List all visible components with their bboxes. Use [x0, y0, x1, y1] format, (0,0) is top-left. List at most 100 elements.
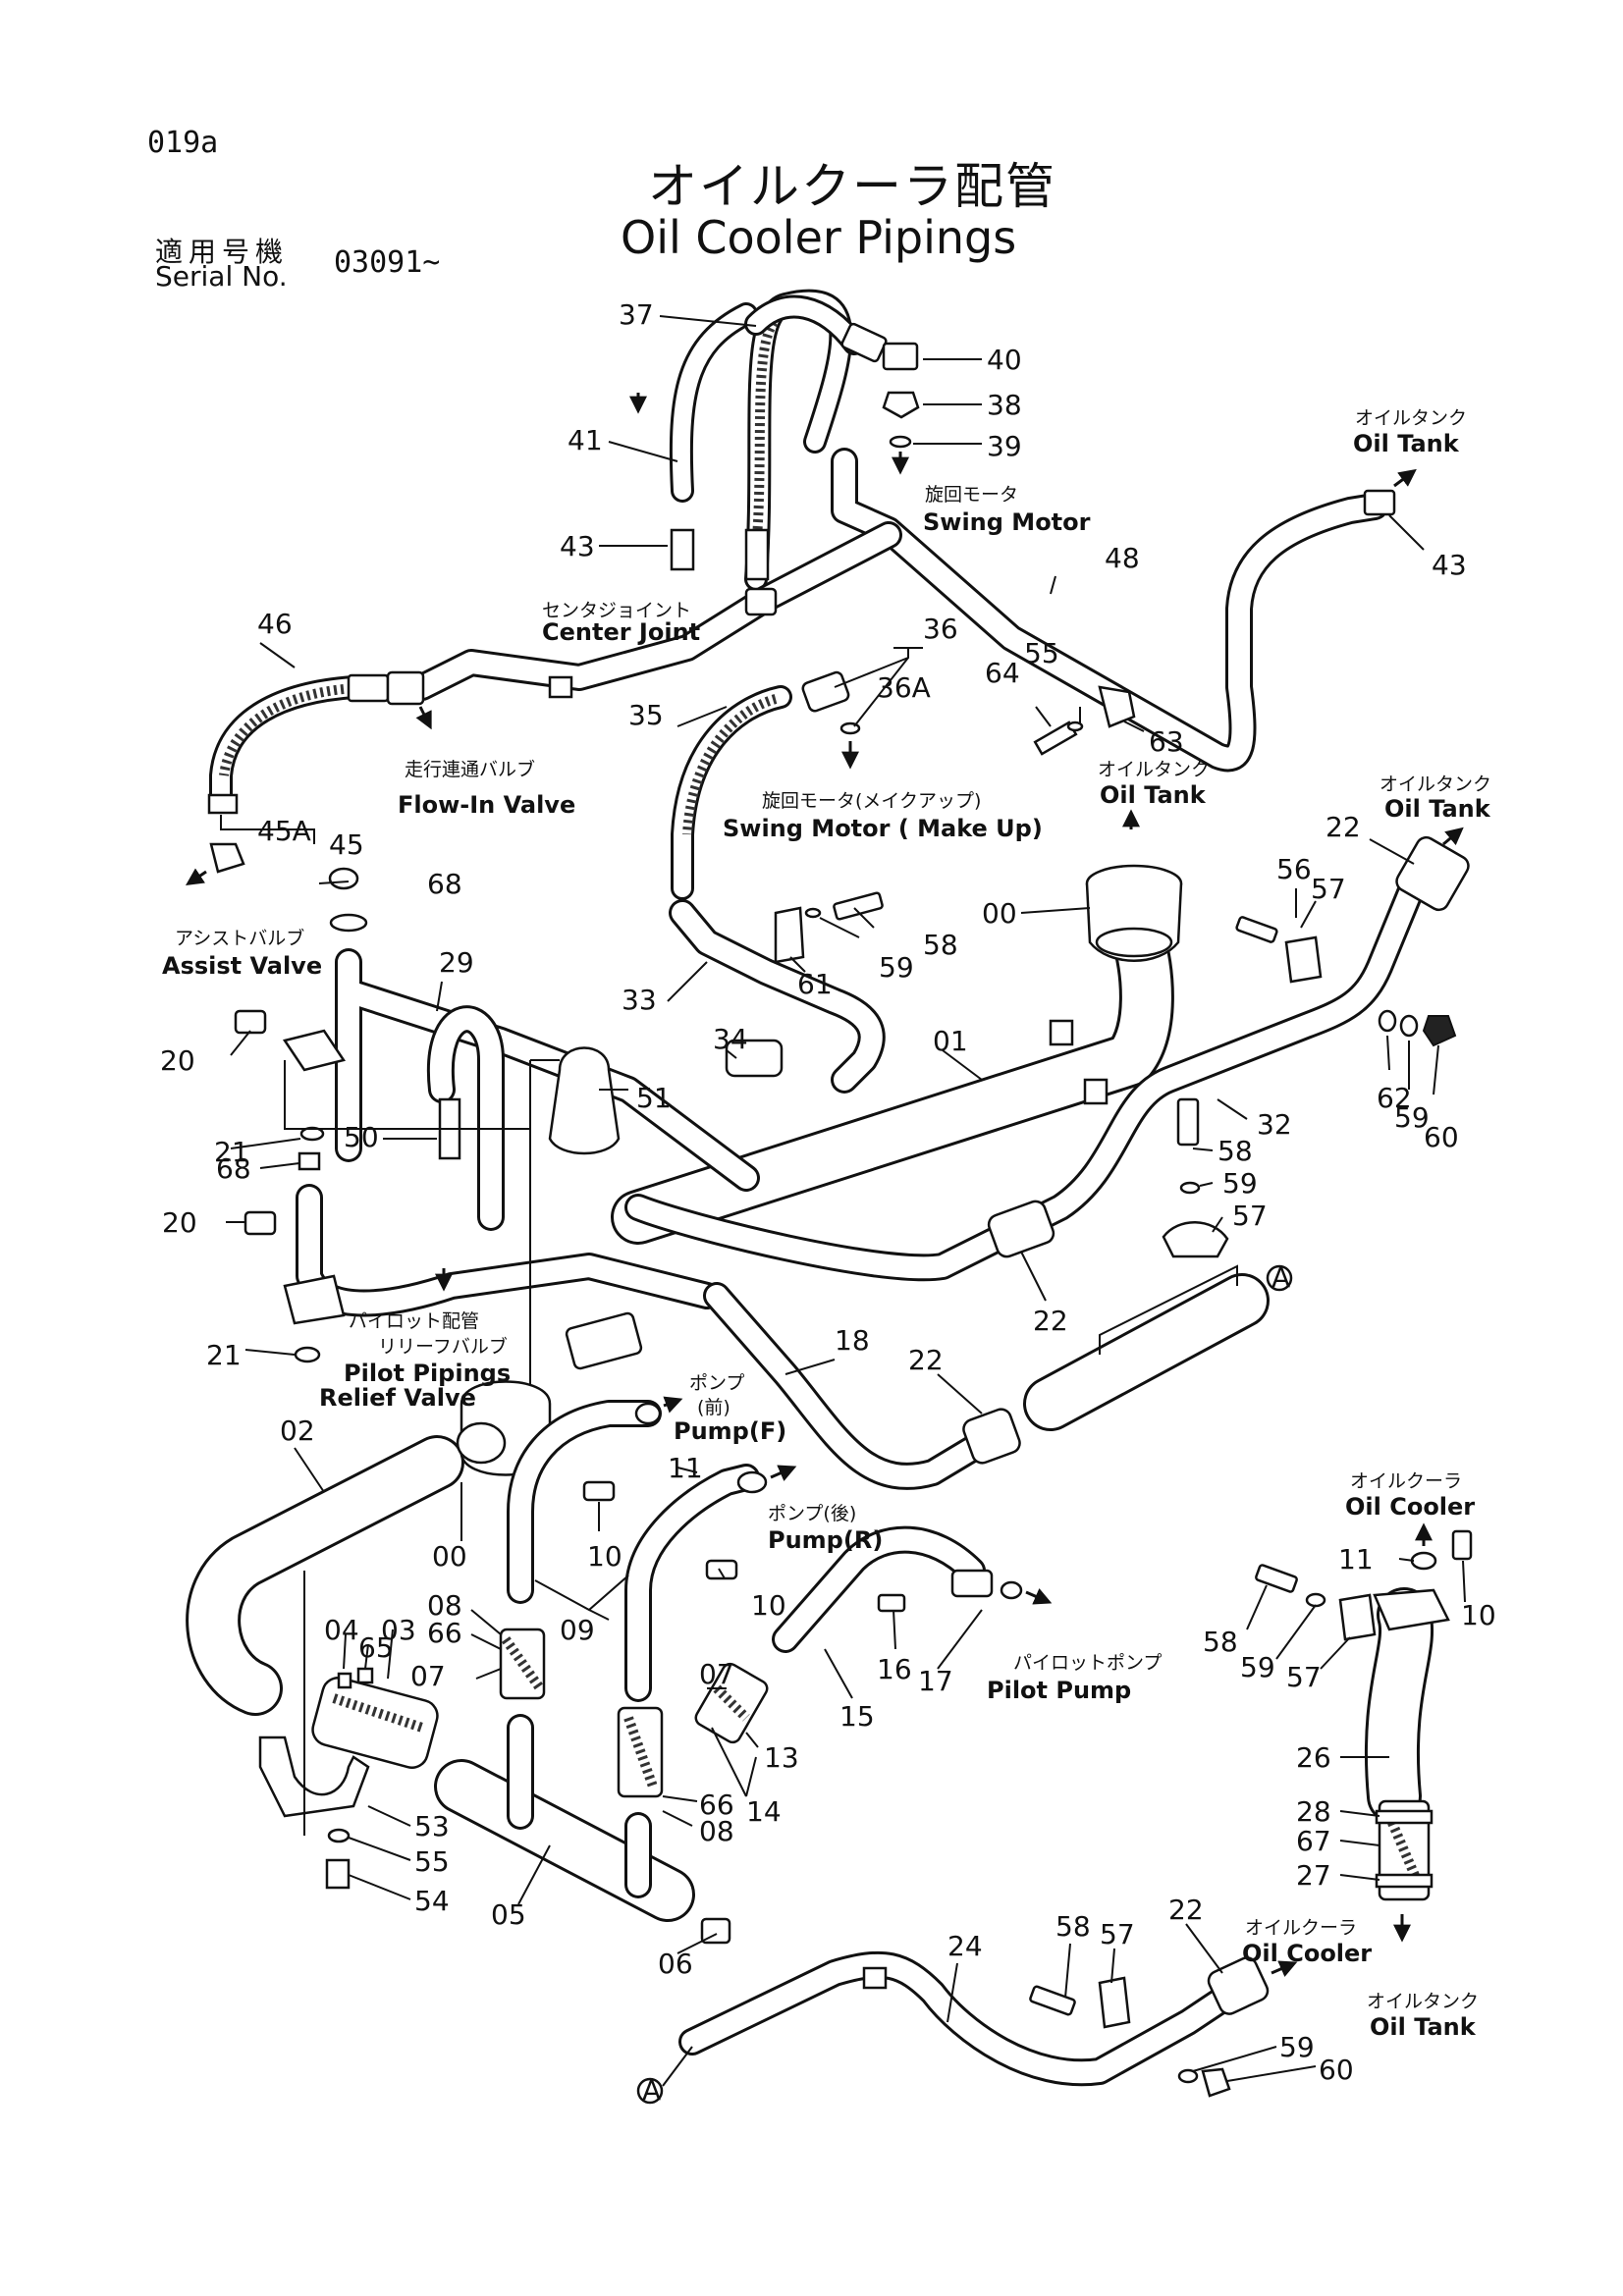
swing-motor-makeup-label-jp: 旋回モータ(メイクアップ): [762, 790, 981, 812]
bolt-58c: [1255, 1564, 1298, 1593]
callout-18: 18: [835, 1324, 870, 1357]
nut-60b: [1201, 2067, 1231, 2098]
callout-40: 40: [987, 344, 1022, 376]
oil-tank-label-4: Oil Tank: [1370, 2013, 1477, 2041]
part-callouts: 37 40 38 39 41 43 43 48 36 36A 64 55 63 …: [160, 298, 1496, 2107]
callout-35: 35: [628, 699, 664, 731]
callout-57: 57: [1311, 873, 1346, 905]
fitting-43-right: [1363, 489, 1396, 516]
clamp-28: [1375, 1809, 1434, 1825]
callout-11: 11: [1338, 1543, 1374, 1575]
elbow-40: [882, 342, 919, 371]
fitting-43-upper: [670, 528, 695, 571]
flow-in-valve-label: Flow-In Valve: [398, 791, 575, 819]
lower-left-group: [186, 1311, 1023, 1945]
callout-65: 65: [358, 1631, 394, 1664]
callout-59: 59: [1222, 1167, 1258, 1200]
oil-cooler-label-jp: オイルクーラ: [1350, 1470, 1462, 1492]
callout-59: 59: [1394, 1101, 1430, 1134]
callout-01: 01: [933, 1025, 968, 1057]
callout-53: 53: [414, 1810, 450, 1842]
callout-39: 39: [987, 430, 1022, 462]
arrow-right-icon: [1393, 468, 1417, 488]
arrow-right-icon: [1271, 1960, 1298, 1977]
callout-45a: 45A: [257, 815, 311, 847]
clamp-57d: [1098, 1976, 1131, 2029]
clip-01b: [1083, 1078, 1109, 1105]
callout-68: 68: [427, 868, 462, 900]
callout-32: 32: [1257, 1108, 1292, 1141]
callout-64: 64: [985, 657, 1020, 689]
flow-in-valve-label-jp: 走行連通バルブ: [405, 758, 535, 780]
serial-label: Serial No.: [155, 260, 288, 293]
callout-27: 27: [1296, 1859, 1331, 1892]
bolt-16: [877, 1593, 906, 1613]
ref-a-upper-circle: [1266, 1264, 1293, 1292]
arrow-right-icon: [663, 1396, 683, 1414]
upper-piping-group: [207, 289, 1396, 1094]
oil-tank-label-3: Oil Tank: [1384, 795, 1491, 823]
pump-f-label: Pump(F): [674, 1417, 786, 1445]
clamp-65: [356, 1667, 374, 1684]
hose-22d: [1207, 1956, 1270, 2015]
bolt-20a: [234, 1009, 267, 1035]
callout-07: 07: [410, 1660, 446, 1692]
clip-center-joint: [548, 675, 573, 699]
callout-57: 57: [1286, 1661, 1322, 1693]
pump-r-label-jp: ポンプ(後): [768, 1503, 856, 1524]
callout-55: 55: [1024, 637, 1059, 669]
flange-oil-cooler: [1373, 1588, 1450, 1631]
oil-cooler-label-2: Oil Cooler: [1242, 1940, 1372, 1967]
assist-valve-group: [234, 867, 760, 1394]
fitting-40: [840, 322, 888, 363]
relief-valve-label-jp: リリーフバルブ: [378, 1335, 508, 1358]
pump-f-label-front: (前): [697, 1397, 730, 1418]
oring-11a: [634, 1402, 662, 1425]
callout-46: 46: [257, 608, 293, 640]
oil-cooler-label-2-jp: オイルクーラ: [1245, 1917, 1357, 1939]
pilot-pump-label: Pilot Pump: [987, 1677, 1131, 1704]
washer-55: [1066, 721, 1084, 732]
washer-59d: [1305, 1592, 1326, 1608]
flow-arrows: [186, 393, 1464, 1977]
ref-a-upper: A: [1271, 1261, 1290, 1294]
bolt-10c: [1451, 1529, 1473, 1561]
callout-63: 63: [1149, 725, 1184, 758]
callout-58: 58: [1217, 1135, 1253, 1167]
callout-22: 22: [908, 1344, 944, 1376]
serial-label-japanese: 適用号機: [155, 236, 290, 268]
callout-41: 41: [568, 424, 603, 456]
callout-03: 03: [381, 1614, 416, 1646]
relief-valve-label: Relief Valve: [319, 1384, 476, 1412]
callout-06: 06: [658, 1948, 693, 1980]
callout-21: 21: [214, 1136, 249, 1168]
fitting-45a: [207, 793, 239, 815]
oring-11b: [736, 1470, 768, 1494]
flange-20a: [282, 1029, 347, 1072]
washer-59c: [1179, 1181, 1201, 1195]
plug-68a: [328, 867, 359, 890]
callout-10: 10: [751, 1589, 786, 1622]
callout-60: 60: [1424, 1121, 1459, 1153]
page-title: Oil Cooler Pipings: [621, 211, 1017, 264]
callout-58: 58: [923, 929, 958, 961]
main-pipe-group: [611, 835, 1470, 1282]
upper-hardware-group: [774, 685, 1457, 1258]
page-code: 019a: [147, 126, 219, 160]
fitting-hose-37-end: [744, 528, 770, 581]
oil-tank-label-4-jp: オイルタンク: [1367, 1991, 1479, 2012]
grommet-51: [548, 1046, 621, 1155]
arrow-right-icon: [1442, 827, 1464, 846]
ref-a-lower-circle: [636, 2077, 664, 2105]
oil-cooler-label: Oil Cooler: [1345, 1493, 1475, 1521]
clip-24: [862, 1966, 888, 1990]
callout-26: 26: [1296, 1741, 1331, 1774]
ref-a-lower: A: [642, 2074, 661, 2107]
callout-62: 62: [1377, 1082, 1412, 1114]
swing-motor-makeup-label: Swing Motor ( Make Up): [723, 815, 1043, 842]
clamp-57a: [1284, 935, 1323, 984]
swing-motor-label-jp: 旋回モータ: [925, 484, 1018, 506]
washer-59e: [1177, 2068, 1199, 2084]
oil-cooler-group: [636, 1529, 1473, 2105]
